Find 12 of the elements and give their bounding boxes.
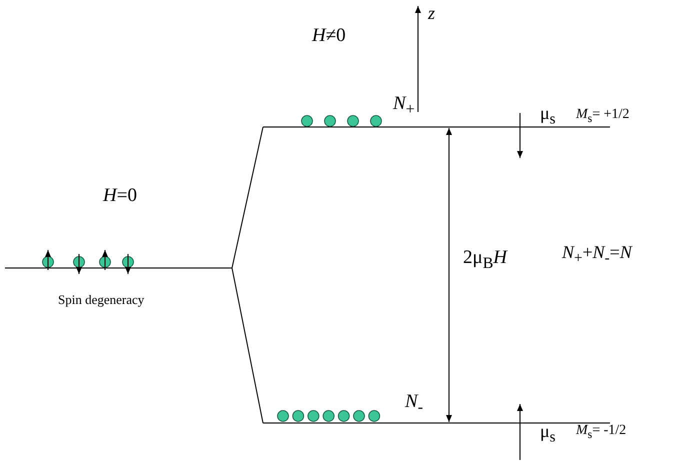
population-label: N$_{-}$ xyxy=(405,392,423,416)
moment-label: μ$_{s}$ xyxy=(540,104,556,128)
caption-text: Spin degeneracy xyxy=(58,293,144,306)
field-label: H=0 xyxy=(103,186,137,205)
population-label: N$_{+}$ xyxy=(393,94,415,118)
equation-text: N$_{+}$+N$_{-}$=N xyxy=(562,243,632,267)
axis-label: z xyxy=(428,4,436,22)
moment-label: μ$_{s}$ xyxy=(540,422,556,446)
field-label: H≠0 xyxy=(312,26,346,45)
splitting-label: 2μ$_{B}$H xyxy=(463,248,507,272)
quantum-number-label: M$_{s}$= +1/2 xyxy=(576,108,630,124)
quantum-number-label: M$_{s}$= -1/2 xyxy=(576,424,626,440)
